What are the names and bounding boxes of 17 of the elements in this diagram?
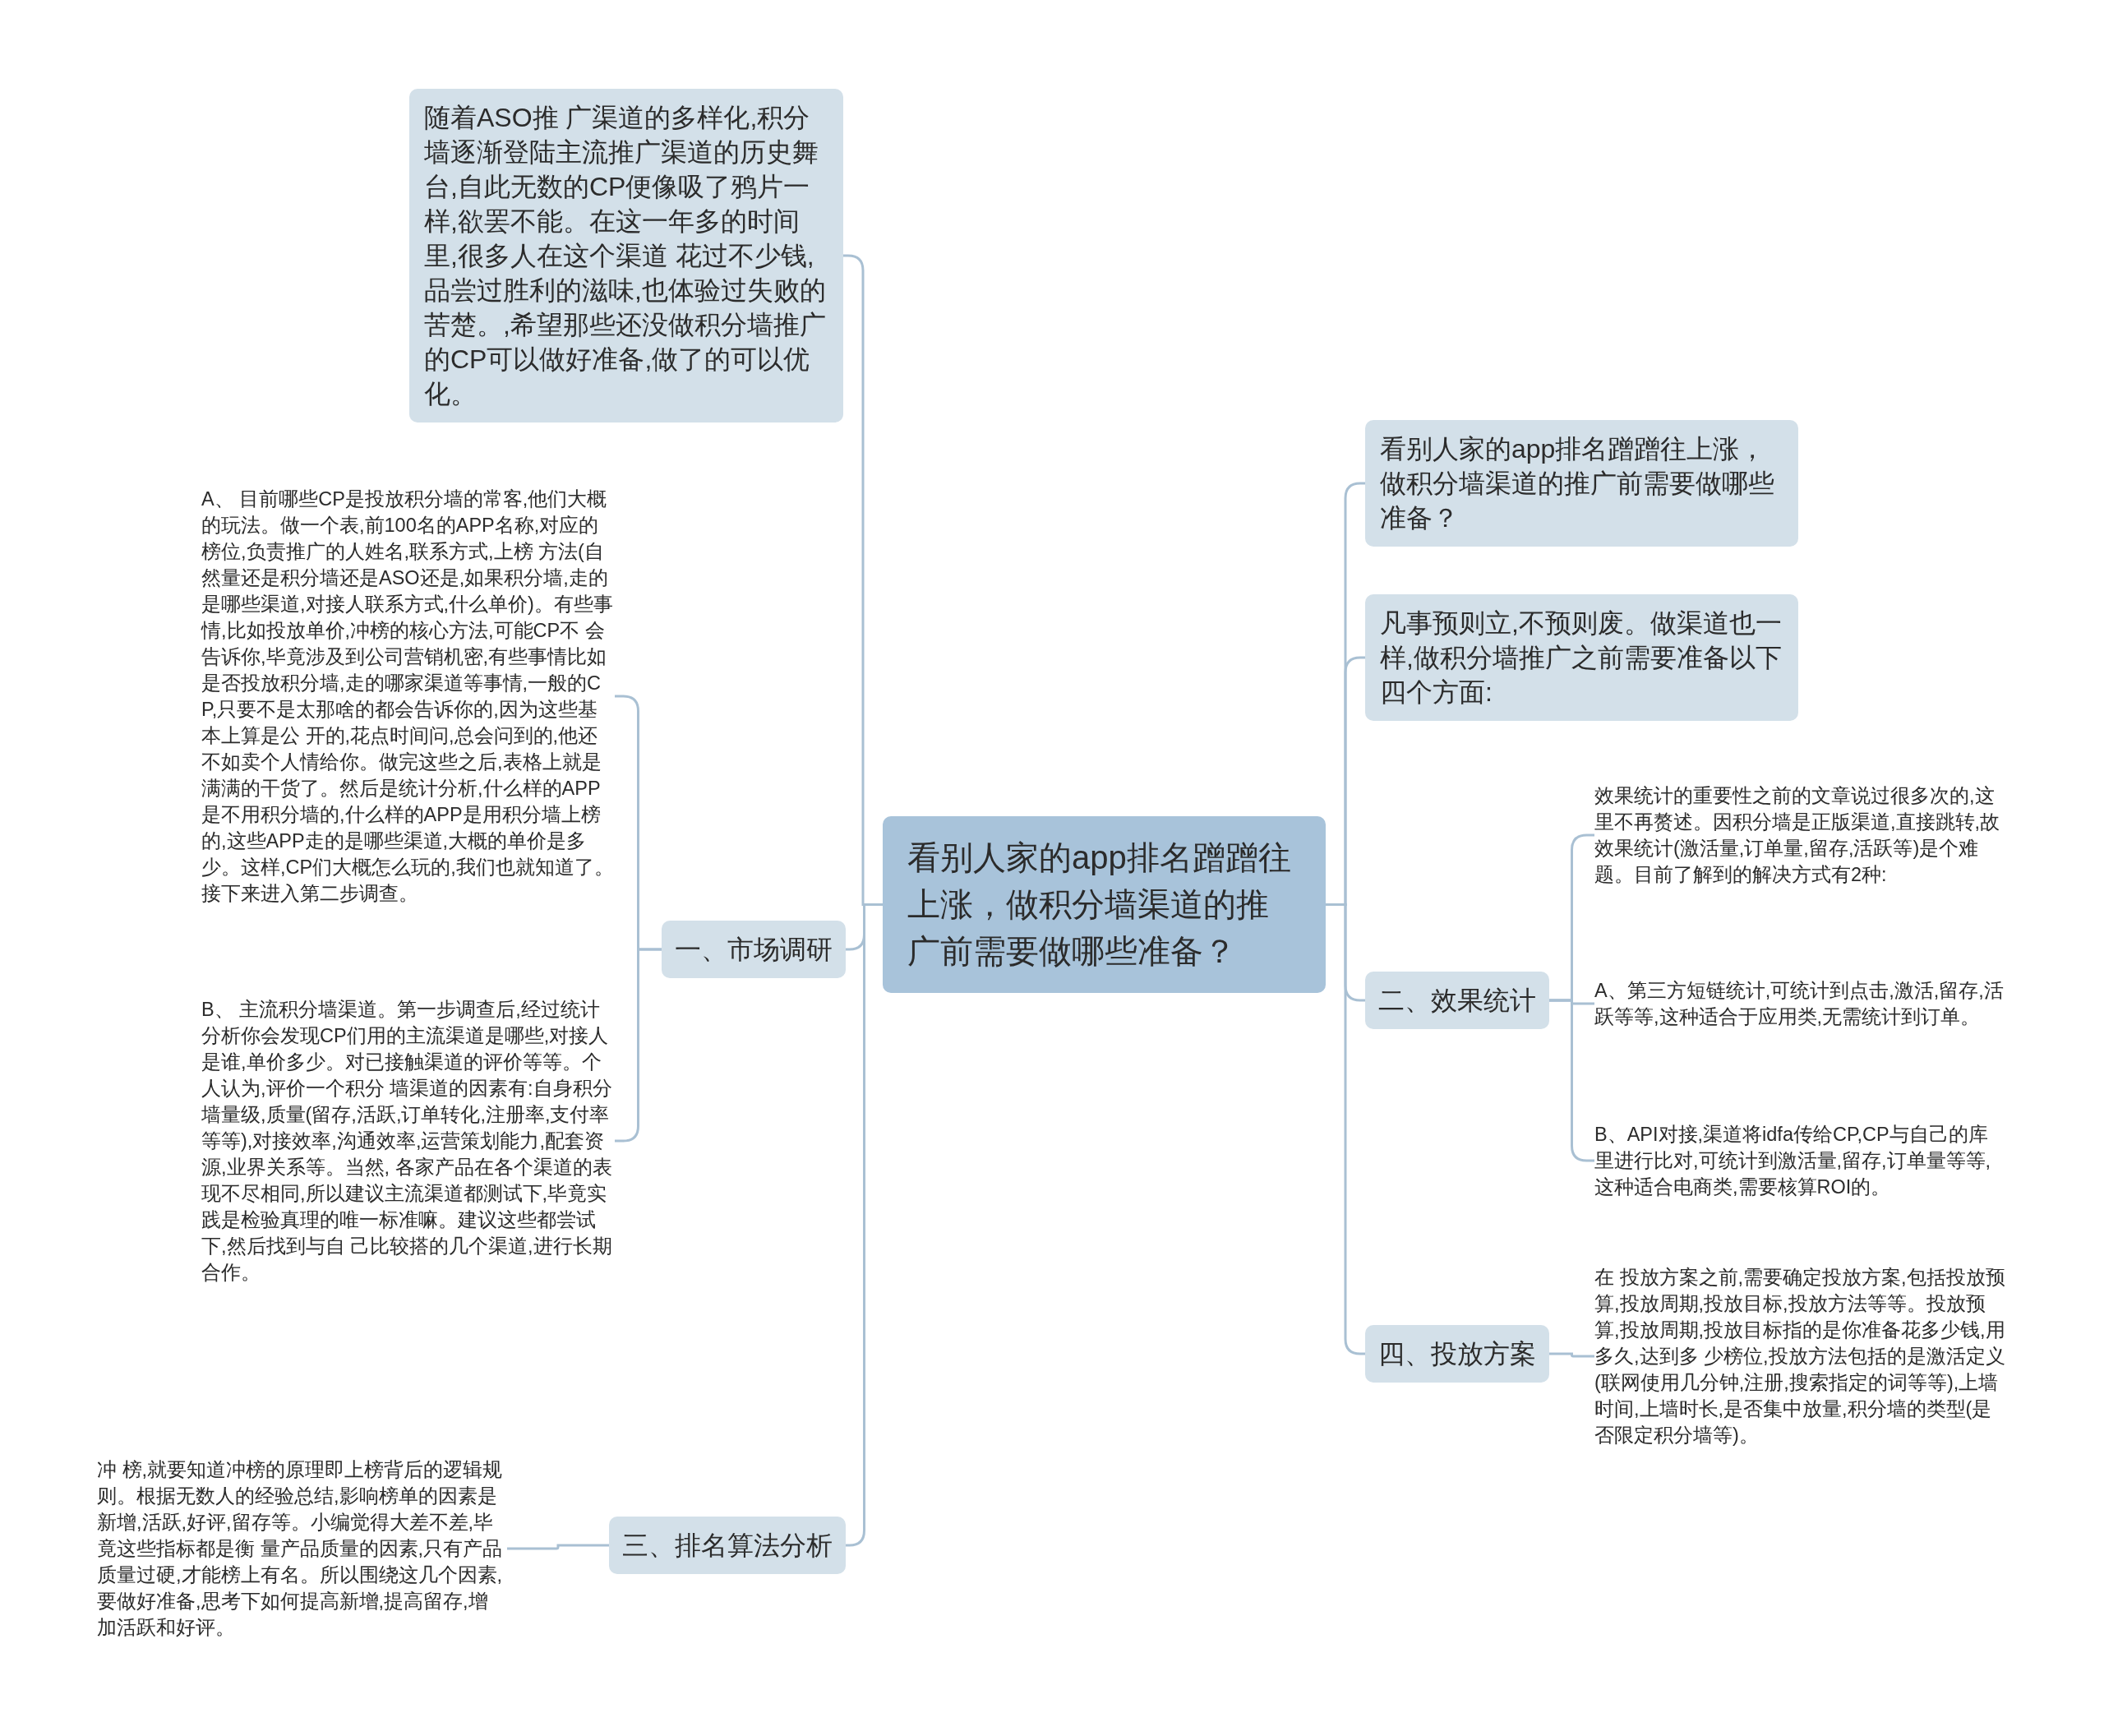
- topic-box: 二、效果统计: [1365, 972, 1549, 1029]
- note-text: 在 投放方案之前,需要确定投放方案,包括投放预算,投放周期,投放目标,投放方法等等。投放预算,投放周期,投放目标指的是你准备花多少钱,用多久,达到多 少榜位,投放方法包括的是激活定义(联网使用几分钟,注册,搜索指定的词等等),上墙时间,上墙时长,是否集中放量,积分墙的类型(是否限定积分墙等)。: [1594, 1264, 2006, 1448]
- topic-box: 看别人家的app排名蹭蹭往上涨，做积分墙渠道的推广前需要做哪些准备？: [1365, 420, 1798, 547]
- topic-box: 一、市场调研: [662, 921, 846, 978]
- note-text: A、 目前哪些CP是投放积分墙的常客,他们大概的玩法。做一个表,前100名的APP名称,对应的榜位,负责推广的人姓名,联系方式,上榜 方法(自然量还是积分墙还是ASO还是,如果积分墙,走的是哪些渠道,对接人联系方式,什么单价)。有些事情,比如投放单价,冲榜的核心方法,可能CP不 会告诉你,毕竟涉及到公司营销机密,有些事情比如是否投放积分墙,走的哪家渠道等事情,一般的CP,只要不是太那啥的都会告诉你的,因为这些基本上算是公 开的,花点时间问,总会问到的,他还不如卖个人情给你。做完这些之后,表格上就是满满的干货了。然后是统计分析,什么样的APP是不用积分墙的,什么样的APP是用积分墙上榜的,这些APP走的是哪些渠道,大概的单价是多少。这样,CP们大概怎么玩的,我们也就知道了。接下来进入第二步调查。: [201, 486, 615, 907]
- note-text: 冲 榜,就要知道冲榜的原理即上榜背后的逻辑规则。根据无数人的经验总结,影响榜单的因素是新增,活跃,好评,留存等。小编觉得大差不差,毕竟这些指标都是衡 量产品质量的因素,只有产品质量过硬,才能榜上有名。所以围绕这几个因素,要做好准备,思考下如何提高新增,提高留存,增加活跃和好评。: [97, 1457, 507, 1641]
- note-text: 效果统计的重要性之前的文章说过很多次的,这里不再赘述。因积分墙是正版渠道,直接跳转,故效果统计(激活量,订单量,留存,活跃等)是个难题。目前了解到的解决方式有2种:: [1594, 783, 2006, 888]
- note-text: A、第三方短链统计,可统计到点击,激活,留存,活跃等等,这种适合于应用类,无需统计到订单。: [1594, 977, 2006, 1030]
- note-text: B、 主流积分墙渠道。第一步调查后,经过统计分析你会发现CP们用的主流渠道是哪些,对接人是谁,单价多少。对已接触渠道的评价等等。个人认为,评价一个积分 墙渠道的因素有:自身积分墙量级,质量(留存,活跃,订单转化,注册率,支付率等等),对接效率,沟通效率,运营策划能力,配套资源,业界关系等。当然, 各家产品在各个渠道的表现不尽相同,所以建议主流渠道都测试下,毕竟实践是检验真理的唯一标准嘛。建议这些都尝试下,然后找到与自 己比较搭的几个渠道,进行长期合作。: [201, 996, 615, 1286]
- topic-box: 随着ASO推 广渠道的多样化,积分墙逐渐登陆主流推广渠道的历史舞台,自此无数的CP便像吸了鸦片一样,欲罢不能。在这一年多的时间里,很多人在这个渠道 花过不少钱,品尝过胜利的滋味,也体验过失败的苦楚。,希望那些还没做积分墙推广的CP可以做好准备,做了的可以优化。: [409, 89, 843, 422]
- topic-box: 凡事预则立,不预则废。做渠道也一样,做积分墙推广之前需要准备以下四个方面:: [1365, 594, 1798, 721]
- connector-line: [1549, 1352, 1594, 1358]
- central-topic-box: 看别人家的app排名蹭蹭往上涨，做积分墙渠道的推广前需要做哪些准备？: [883, 816, 1326, 993]
- note-text: B、API对接,渠道将idfa传给CP,CP与自己的库里进行比对,可统计到激活量,留存,订单量等等,这种适合电商类,需要核算ROI的。: [1594, 1121, 2006, 1200]
- topic-box: 三、排名算法分析: [609, 1517, 846, 1574]
- topic-box: 四、投放方案: [1365, 1325, 1549, 1383]
- connector-line: [507, 1544, 609, 1550]
